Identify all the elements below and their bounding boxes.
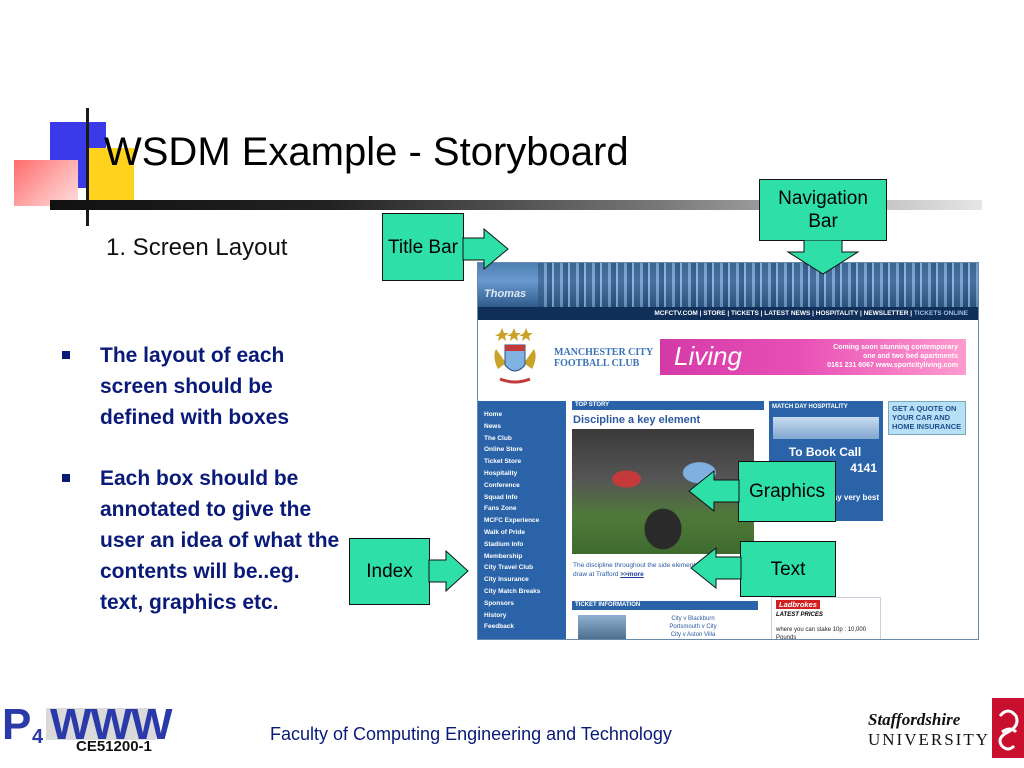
logo-www: WWW	[50, 700, 173, 749]
banner-brand: Thomas	[484, 288, 527, 300]
staffordshire-knot-icon	[992, 698, 1024, 758]
p4www-logo: P 4 WWW CE51200-1	[2, 700, 173, 760]
module-code: CE51200-1	[76, 738, 152, 755]
decor-vertical-line	[86, 108, 89, 226]
club-name: MANCHESTER CITY FOOTBALL CLUB	[554, 347, 654, 369]
bullet-text: Each box should be annotated to give the…	[100, 467, 340, 614]
top-story-label: TOP STORY	[572, 401, 764, 410]
ladbrokes-text: where you can stake 10p : 10,000 Pounds	[776, 627, 867, 640]
hospitality-title: MATCH DAY HOSPITALITY	[772, 404, 848, 410]
site-navigation-bar: MCFCTV.COM | STORE | TICKETS | LATEST NE…	[478, 307, 978, 320]
menu-item[interactable]: City Insurance	[484, 576, 529, 584]
menu-item[interactable]: City Travel Club	[484, 564, 534, 572]
arrow-left-icon	[690, 547, 742, 589]
fixture-item[interactable]: City v Blackburn	[671, 616, 715, 622]
staffordshire-logo: Staffordshire UNIVERSITY	[868, 698, 1024, 758]
club-crest-icon	[494, 328, 536, 384]
arrow-right-icon	[428, 550, 469, 592]
story-more-link[interactable]: >>more	[620, 571, 644, 578]
menu-item[interactable]: Ticket Store	[484, 458, 522, 466]
insurance-quote-advert[interactable]: GET A QUOTE ON YOUR CAR AND HOME INSURAN…	[888, 401, 966, 435]
site-title-banner: Thomas	[478, 263, 978, 307]
bullet-item: Each box should be annotated to give the…	[62, 463, 342, 618]
title-underline-bar	[50, 200, 982, 210]
bullet-square-icon	[62, 474, 70, 482]
menu-item[interactable]: Squad Info	[484, 493, 518, 501]
hospitality-small-text: h day very best	[820, 493, 879, 502]
site-index-menu: Home News The Club Online Store Ticket S…	[478, 401, 566, 639]
hospitality-image	[773, 417, 879, 439]
slide-subtitle: 1. Screen Layout	[106, 234, 288, 261]
slide-title: WSDM Example - Storyboard	[104, 130, 629, 174]
logo-staffordshire-text: Staffordshire	[868, 710, 961, 729]
menu-item[interactable]: Feedback	[484, 623, 514, 631]
hospitality-call: To Book Call	[788, 445, 862, 459]
logo-university-text: UNIVERSITY	[868, 730, 990, 749]
story-text: The discipline throughout the side eleme…	[573, 562, 754, 578]
latest-prices-label: LATEST PRICES	[776, 612, 823, 618]
menu-item[interactable]: The Club	[484, 434, 512, 442]
menu-item[interactable]: Walk of Pride	[484, 528, 525, 536]
callout-text: Text	[740, 541, 836, 597]
menu-item[interactable]: Conference	[484, 481, 520, 489]
decor-red-square	[14, 160, 78, 206]
website-screenshot: Thomas MCFCTV.COM | STORE | TICKETS | LA…	[477, 262, 979, 640]
decor-yellow-square	[86, 148, 134, 204]
ticket-info-label: TICKET INFORMATION	[572, 601, 758, 610]
site-nav-item[interactable]: NEWSLETTER	[863, 310, 909, 317]
logo-shadow	[46, 708, 156, 740]
site-nav-item[interactable]: STORE	[703, 310, 726, 317]
logo-p-letter: P	[2, 700, 32, 749]
site-nav-item[interactable]: MCFCTV.COM	[654, 310, 698, 317]
bullet-list: The layout of each screen should be defi…	[62, 340, 342, 648]
menu-item[interactable]: Sponsors	[484, 599, 514, 607]
logo-subscript-4: 4	[32, 726, 44, 748]
ladbrokes-advert[interactable]: Ladbrokes LATEST PRICES where you can st…	[771, 597, 881, 640]
arrow-left-icon	[688, 470, 740, 512]
ticket-photo	[578, 615, 626, 639]
fixture-item[interactable]: City v Aston Villa	[670, 632, 716, 638]
footer-faculty-text: Faculty of Computing Engineering and Tec…	[270, 724, 672, 744]
arrow-right-icon	[462, 228, 509, 270]
menu-item[interactable]: MCFC Experience	[484, 517, 540, 525]
hospitality-number: 4141	[850, 461, 877, 475]
banner-crowd-graphic	[538, 263, 978, 307]
advert-text: Coming soon stunning contemporary one an…	[827, 344, 958, 369]
menu-item[interactable]: Stadium Info	[484, 540, 524, 548]
fixture-item[interactable]: Portsmouth v City	[669, 624, 717, 630]
menu-item[interactable]: Online Store	[484, 446, 523, 454]
menu-item[interactable]: City Match Breaks	[484, 587, 541, 595]
menu-item[interactable]: Home	[484, 411, 503, 418]
callout-title-bar: Title Bar	[382, 213, 464, 281]
menu-item[interactable]: Hospitality	[484, 469, 518, 477]
ladbrokes-logo: Ladbrokes	[776, 600, 820, 609]
menu-item[interactable]: History	[484, 611, 507, 619]
fixture-list: City v Blackburn Portsmouth v City City …	[638, 615, 748, 639]
site-nav-item[interactable]: HOSPITALITY	[815, 310, 859, 317]
site-nav-item[interactable]: TICKETS ONLINE	[913, 310, 968, 317]
bullet-text: The layout of each screen should be defi…	[100, 344, 290, 429]
menu-item[interactable]: Fans Zone	[484, 505, 517, 513]
bullet-item: The layout of each screen should be defi…	[62, 340, 342, 433]
advert-word: Living	[674, 341, 742, 371]
story-headline[interactable]: Discipline a key element	[573, 414, 701, 426]
bullet-square-icon	[62, 351, 70, 359]
site-nav-item[interactable]: LATEST NEWS	[764, 310, 811, 317]
advert-banner[interactable]: Living Coming soon stunning contemporary…	[660, 339, 966, 375]
callout-index: Index	[349, 538, 430, 605]
menu-item[interactable]: News	[484, 422, 501, 430]
callout-navigation-bar: Navigation Bar	[759, 179, 887, 241]
site-nav-item[interactable]: TICKETS	[731, 310, 759, 317]
arrow-down-icon	[786, 240, 860, 275]
menu-item[interactable]: Membership	[484, 552, 523, 560]
callout-graphics: Graphics	[738, 461, 836, 522]
